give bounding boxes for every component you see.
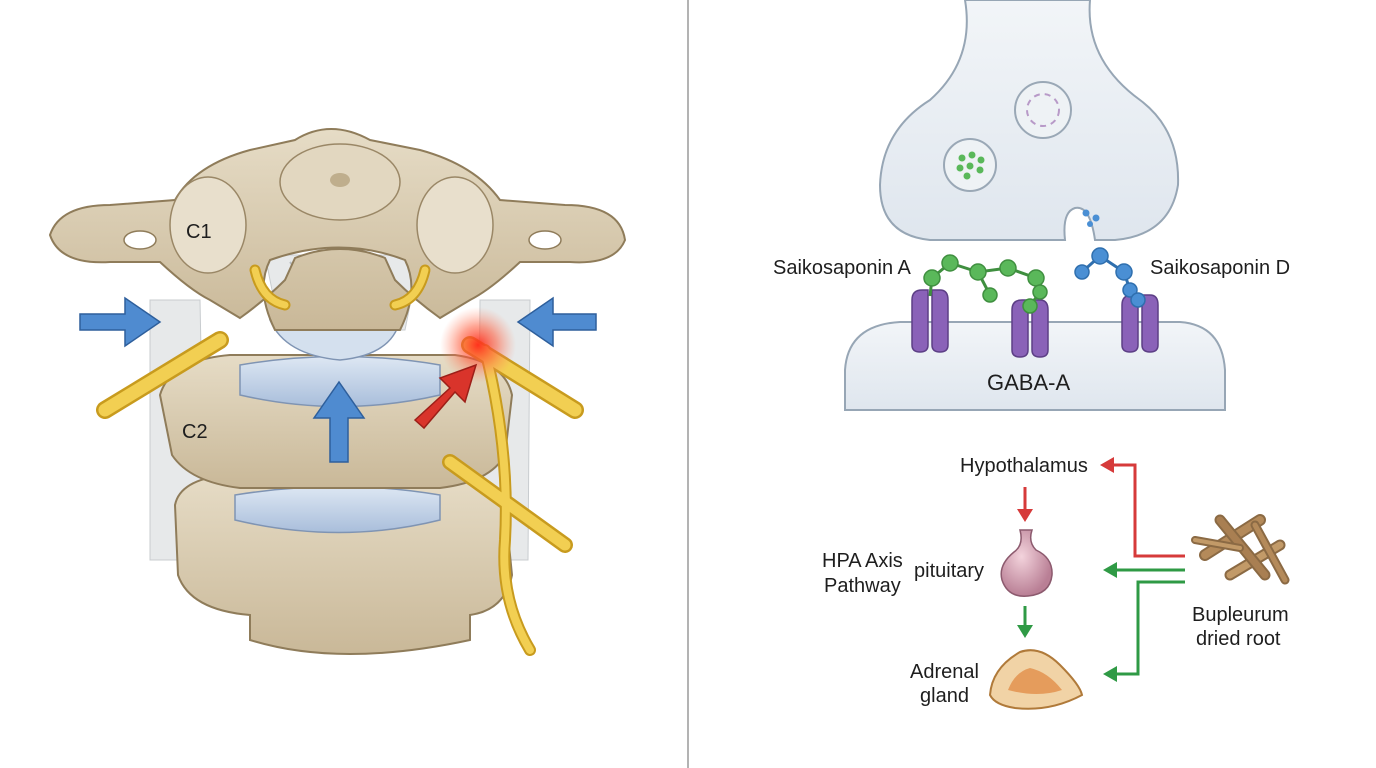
root-to-adrenal-arrow-icon	[1103, 580, 1185, 682]
hpa-axis-label-line1: HPA Axis	[822, 550, 903, 572]
saikosaponin-d-molecule-icon	[1074, 247, 1146, 308]
hypothalamus-label: Hypothalamus	[960, 455, 1088, 477]
synaptic-vesicle-green	[943, 138, 997, 192]
compression-arrow-left-icon	[79, 296, 162, 348]
saikosaponin-a-molecule-icon	[923, 254, 1048, 314]
pituitary-icon	[1000, 529, 1053, 597]
transverse-foramen-right	[528, 230, 562, 250]
synaptic-vesicle	[1014, 81, 1072, 139]
hpa-axis-diagram: Hypothalamus HPA Axis Pathway pituitary …	[822, 455, 1290, 710]
root-to-pituitary-arrow-icon	[1103, 562, 1185, 578]
release-vesicle	[1082, 209, 1100, 227]
transverse-foramen-left	[123, 230, 157, 250]
compression-arrow-right-icon	[516, 296, 597, 348]
compression-arrow-up-icon	[312, 380, 366, 463]
intervertebral-disc-upper	[239, 355, 441, 408]
inhibit-arrow-down-icon	[1017, 487, 1033, 522]
stimulate-arrow-down-icon	[1017, 606, 1033, 638]
gaba-a-receptor-left-icon	[911, 289, 949, 353]
gaba-a-label: GABA-A	[987, 370, 1070, 395]
intervertebral-disc-lower	[234, 485, 441, 534]
pain-hotspot	[440, 307, 516, 383]
hpa-axis-label-line2: Pathway	[824, 575, 901, 597]
atlas-facet-right	[416, 176, 494, 274]
c1-label: C1	[186, 221, 212, 243]
bupleurum-label-line1: Bupleurum	[1192, 604, 1289, 626]
atlas-facet-left	[169, 176, 247, 274]
bupleurum-label-line2: dried root	[1196, 628, 1281, 650]
gaba-a-receptor-middle-icon	[1011, 299, 1049, 358]
synapse-illustration: Saikosaponin A Saikosaponin D GABA-A	[773, 0, 1290, 411]
gaba-a-receptor-right-icon	[1121, 294, 1159, 353]
root-to-hypothalamus-arrow-icon	[1100, 457, 1185, 558]
c2-label: C2	[182, 421, 208, 443]
pituitary-label: pituitary	[914, 560, 984, 582]
adrenal-label-line1: Adrenal	[910, 661, 979, 683]
cervical-spine-illustration: C1 C2	[48, 128, 627, 656]
adrenal-gland-icon	[988, 649, 1084, 710]
saikosaponin-d-label: Saikosaponin D	[1150, 257, 1290, 279]
adrenal-label-line2: gland	[920, 685, 969, 707]
pain-arrow-icon	[413, 363, 478, 430]
saikosaponin-a-label: Saikosaponin A	[773, 257, 912, 279]
bupleurum-root-icon	[1191, 514, 1290, 585]
